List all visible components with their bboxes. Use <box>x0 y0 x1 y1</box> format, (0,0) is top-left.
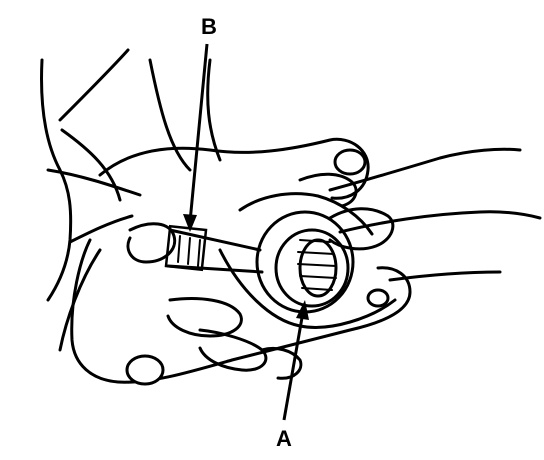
bolt-hole-right <box>366 288 390 308</box>
callout-label-a: A <box>276 426 292 451</box>
lower-fingers <box>58 222 303 380</box>
bolt-hole-lower <box>125 354 165 386</box>
bolt-hole-upper <box>333 148 367 176</box>
rotor-inner-ring <box>274 228 350 308</box>
right-hand-outline <box>298 147 542 282</box>
callout-a-leader <box>282 300 309 421</box>
callout-b-line <box>188 43 209 223</box>
callout-b-arrowhead <box>183 214 197 232</box>
callout-b-leader <box>183 43 209 232</box>
splined-shaft <box>298 238 338 298</box>
rotor-assembly <box>164 192 397 329</box>
rotor-outer-ring <box>255 210 355 314</box>
shaft-coupling <box>164 224 208 272</box>
left-hand-outline <box>40 48 222 302</box>
callout-a-line <box>282 311 305 421</box>
housing-flange <box>70 137 412 386</box>
callout-label-b: B <box>201 14 217 39</box>
callout-a-arrowhead <box>296 300 309 320</box>
